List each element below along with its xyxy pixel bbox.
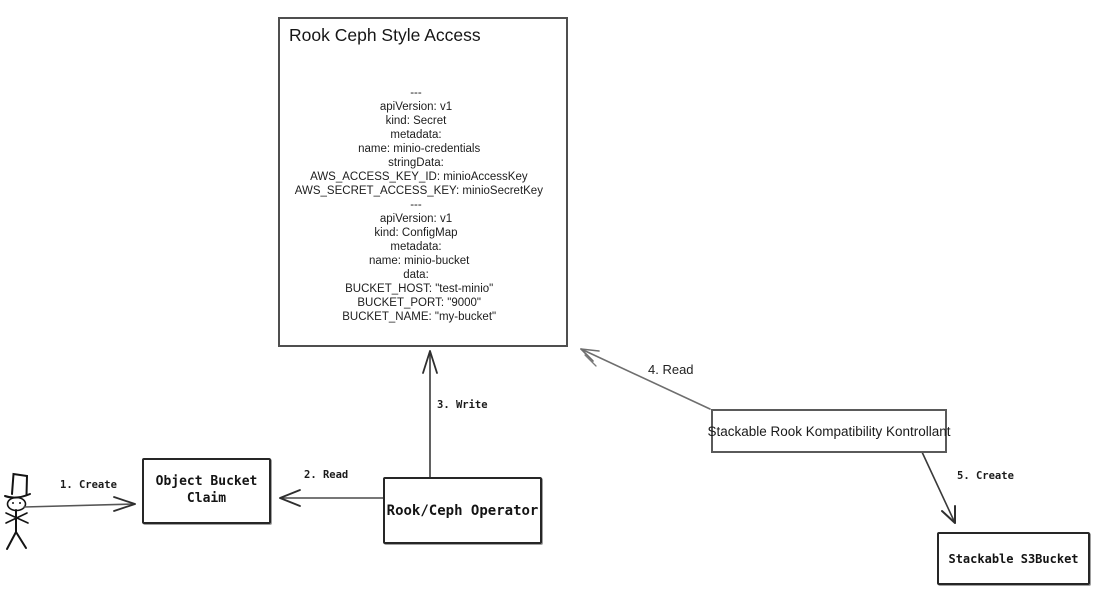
arrow-4-read bbox=[580, 348, 711, 410]
stackable-s3bucket-label: Stackable S3Bucket bbox=[948, 551, 1079, 566]
edge-label-4-read: 4. Read bbox=[648, 362, 694, 377]
arrow-2-read bbox=[279, 489, 384, 507]
edge-label-3-write: 3. Write bbox=[437, 399, 488, 411]
stackable-rook-kompatibility-kontrollant-box: Stackable Rook Kompatibility Kontrollant bbox=[707, 409, 951, 453]
edge-label-2-read: 2. Read bbox=[304, 469, 349, 481]
arrow-5-create bbox=[921, 451, 956, 524]
object-bucket-claim-box: Object Bucket Claim bbox=[142, 458, 271, 524]
edge-label-5-create: 5. Create bbox=[957, 470, 1014, 482]
rook-ceph-operator-box: Rook/Ceph Operator bbox=[383, 477, 542, 544]
stackable-s3bucket-box: Stackable S3Bucket bbox=[937, 532, 1090, 585]
rook-ceph-style-access-box: Rook Ceph Style Access --- apiVersion: v… bbox=[278, 17, 568, 347]
arrow-1-create bbox=[23, 496, 136, 512]
object-bucket-claim-label: Object Bucket Claim bbox=[155, 474, 258, 506]
edge-label-1-create: 1. Create bbox=[60, 479, 117, 491]
arrow-3-write bbox=[422, 350, 438, 478]
rook-box-yaml-manifest: --- apiVersion: v1 kind: Secret metadata… bbox=[294, 87, 543, 323]
rook-box-title: Rook Ceph Style Access bbox=[289, 25, 481, 45]
user-actor-icon bbox=[4, 472, 31, 550]
stackable-rook-kompatibility-kontrollant-label: Stackable Rook Kompatibility Kontrollant bbox=[707, 423, 951, 439]
rook-ceph-operator-label: Rook/Ceph Operator bbox=[386, 502, 539, 519]
